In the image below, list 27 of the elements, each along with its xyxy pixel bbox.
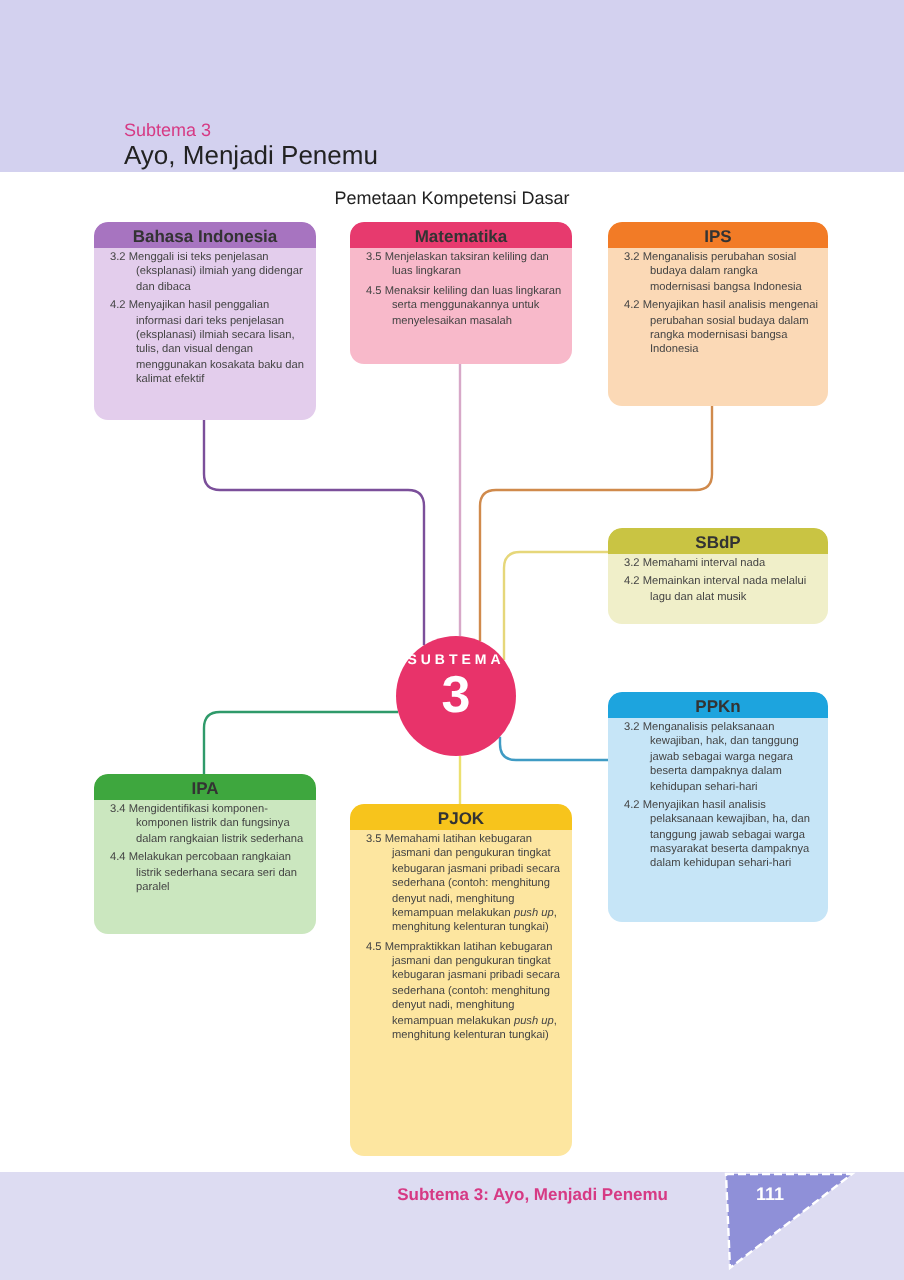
diagram-title: Pemetaan Kompetensi Dasar (332, 188, 572, 208)
subject-heading: PPKn (608, 692, 828, 718)
subject-card (608, 222, 828, 406)
subject-heading: IPA (94, 774, 316, 800)
subject-heading: Matematika (350, 222, 572, 248)
subject-card (608, 692, 828, 922)
footer-title: Subtema 3: Ayo, Menjadi Penemu (397, 1184, 668, 1204)
circle-number: 3 (441, 668, 471, 720)
subtheme-title: Ayo, Menjadi Penemu (124, 140, 378, 170)
subject-card (608, 528, 828, 624)
connector-line (458, 756, 462, 804)
subject-heading: IPS (608, 222, 828, 248)
connector-line (478, 406, 714, 641)
connector-line (202, 420, 426, 646)
page-number: 111 (756, 1184, 785, 1204)
connector-line (202, 710, 398, 774)
subject-card (94, 222, 316, 420)
connector-line (498, 736, 608, 762)
subject-heading: Bahasa Indonesia (94, 222, 316, 248)
subtheme-number: Subtema 3 (124, 120, 212, 140)
subject-card (94, 774, 316, 934)
subject-card (350, 804, 572, 1156)
subject-card (350, 222, 572, 364)
connector-line (458, 364, 462, 636)
subject-heading: PJOK (350, 804, 572, 830)
connector-line (502, 550, 608, 660)
subject-heading: SBdP (608, 528, 828, 554)
